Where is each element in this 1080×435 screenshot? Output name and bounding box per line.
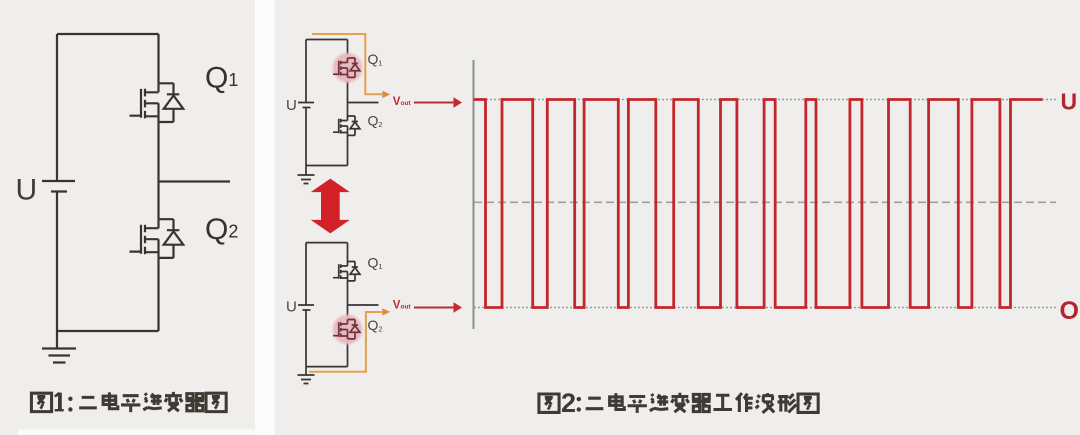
svg-text:U: U xyxy=(286,97,297,114)
svg-text:U: U xyxy=(1061,89,1078,115)
svg-text:U: U xyxy=(286,299,297,316)
svg-text:O: O xyxy=(1060,297,1079,325)
svg-text:U: U xyxy=(16,174,38,207)
svg-text:2: 2 xyxy=(561,388,576,418)
